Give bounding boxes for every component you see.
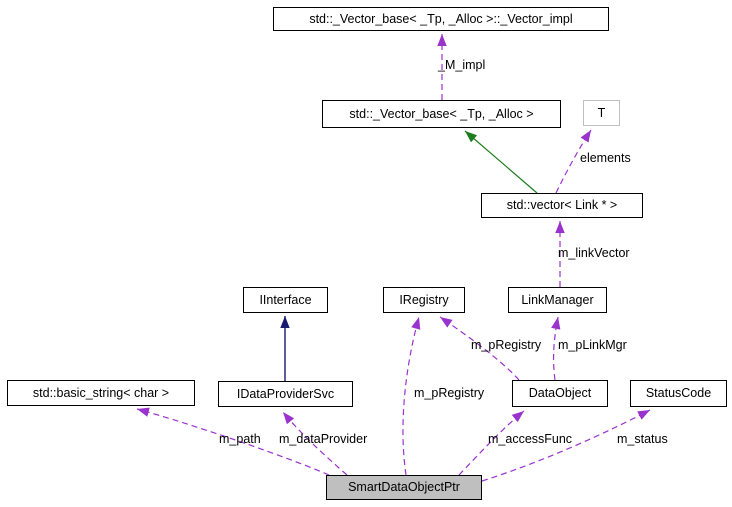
node-std-vector-link[interactable]: std::vector< Link * >	[481, 193, 643, 218]
edge-label-m-linkvector: m_linkVector	[558, 246, 630, 260]
edge-m-dataprovider	[282, 411, 348, 476]
edge-m-path	[136, 407, 330, 476]
edge-inherit-vector-from-vector-base	[464, 130, 538, 194]
node-statuscode[interactable]: StatusCode	[630, 380, 727, 407]
node-linkmanager[interactable]: LinkManager	[508, 287, 607, 313]
edge-m-pregistry-from-smart	[402, 316, 421, 476]
node-vector-base-vector-impl[interactable]: std::_Vector_base< _Tp, _Alloc >::_Vecto…	[273, 7, 609, 31]
edge-label-m-path: m_path	[219, 432, 261, 446]
node-iinterface[interactable]: IInterface	[243, 287, 328, 313]
edge-label-m-pregistry-dataobject: m_pRegistry	[471, 338, 542, 352]
edge-label-m-impl: _M_impl	[438, 58, 486, 72]
edge-m-accessfunc	[458, 410, 525, 476]
node-smartdataobjectptr: SmartDataObjectPtr	[326, 475, 482, 500]
node-dataobject[interactable]: DataObject	[512, 380, 608, 407]
edge-label-m-accessfunc: m_accessFunc	[488, 432, 573, 446]
node-vector-base[interactable]: std::_Vector_base< _Tp, _Alloc >	[322, 100, 561, 128]
edge-label-m-plinkmgr: m_pLinkMgr	[558, 338, 627, 352]
node-std-basic-string[interactable]: std::basic_string< char >	[7, 380, 195, 406]
node-template-param-t: T	[583, 100, 620, 126]
edge-elements	[555, 129, 592, 194]
node-idataprovidersvc[interactable]: IDataProviderSvc	[218, 381, 353, 407]
edge-label-m-pregistry-smart: m_pRegistry	[414, 386, 485, 400]
node-iregistry[interactable]: IRegistry	[383, 287, 465, 313]
edge-label-elements: elements	[580, 151, 631, 165]
edge-m-plinkmgr	[551, 316, 561, 381]
edge-m-status	[481, 409, 651, 482]
edge-label-m-dataprovider: m_dataProvider	[279, 432, 368, 446]
edge-label-m-status: m_status	[617, 432, 668, 446]
edge-m-pregistry-from-dataobject	[439, 316, 520, 381]
